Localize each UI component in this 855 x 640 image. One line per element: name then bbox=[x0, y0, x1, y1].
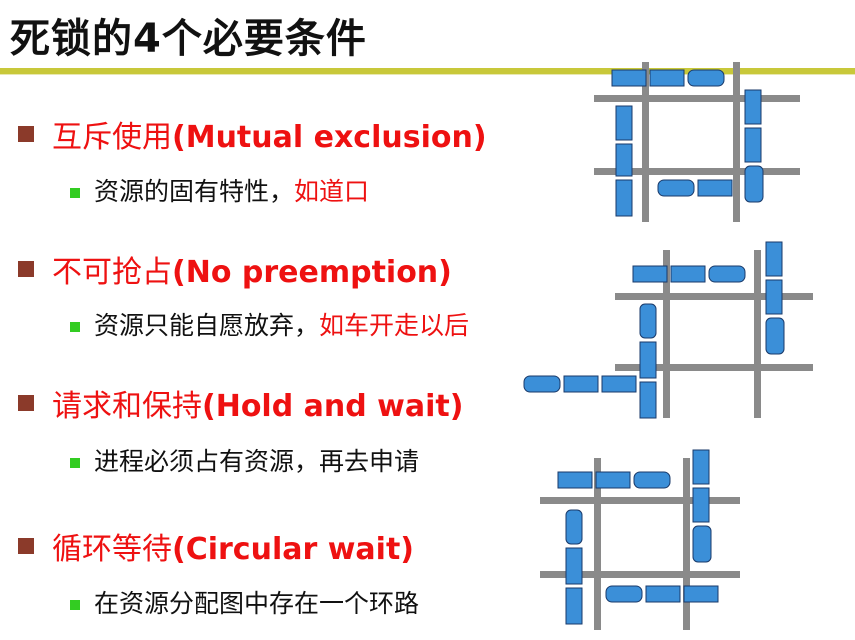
condition-name-cn: 互斥使用 bbox=[52, 120, 172, 155]
condition-heading: 循环等待(Circular wait) bbox=[52, 524, 414, 568]
square-bullet-icon bbox=[18, 538, 34, 554]
title-underline-light bbox=[0, 74, 855, 75]
condition-name-cn: 循环等待 bbox=[52, 532, 172, 567]
train-icon bbox=[523, 241, 785, 419]
description-text: 资源的固有特性， bbox=[94, 177, 295, 206]
gridlock-diagram-3 bbox=[540, 449, 740, 630]
small-square-bullet-icon bbox=[70, 600, 80, 610]
condition-name-cn: 请求和保持 bbox=[52, 389, 202, 424]
sub-bullet-item: 资源只能自愿放弃，如车开走以后 bbox=[70, 306, 469, 342]
page-title: 死锁的4个必要条件 bbox=[10, 16, 367, 62]
condition-name-en: (No preemption) bbox=[172, 255, 452, 290]
description-example: 如车开走以后 bbox=[319, 311, 470, 340]
bullet-item-circular-wait: 循环等待(Circular wait) bbox=[18, 524, 414, 568]
condition-name-en: (Hold and wait) bbox=[202, 389, 464, 424]
description-text: 在资源分配图中存在一个环路 bbox=[94, 589, 420, 618]
description-example: 如道口 bbox=[294, 177, 370, 206]
square-bullet-icon bbox=[18, 261, 34, 277]
sub-bullet-item: 在资源分配图中存在一个环路 bbox=[70, 584, 419, 620]
bullet-item-mutual-exclusion: 互斥使用(Mutual exclusion) bbox=[18, 112, 487, 156]
title-underline bbox=[0, 68, 855, 74]
gridlock-diagram-2 bbox=[523, 241, 813, 419]
description-text: 资源只能自愿放弃， bbox=[94, 311, 320, 340]
bullet-item-no-preemption: 不可抢占(No preemption) bbox=[18, 247, 452, 291]
condition-description: 资源只能自愿放弃，如车开走以后 bbox=[94, 306, 469, 342]
road-grid bbox=[594, 62, 800, 222]
train-icon bbox=[611, 69, 764, 217]
small-square-bullet-icon bbox=[70, 322, 80, 332]
sub-bullet-item: 进程必须占有资源，再去申请 bbox=[70, 442, 419, 478]
condition-name-en: (Mutual exclusion) bbox=[172, 120, 487, 155]
small-square-bullet-icon bbox=[70, 458, 80, 468]
train-icon bbox=[557, 449, 719, 625]
condition-heading: 不可抢占(No preemption) bbox=[52, 247, 452, 291]
condition-name-cn: 不可抢占 bbox=[52, 255, 172, 290]
square-bullet-icon bbox=[18, 126, 34, 142]
description-text: 进程必须占有资源，再去申请 bbox=[94, 447, 420, 476]
gridlock-diagram-1 bbox=[594, 62, 800, 222]
condition-description: 在资源分配图中存在一个环路 bbox=[94, 584, 419, 620]
road-grid bbox=[615, 250, 813, 418]
condition-description: 资源的固有特性，如道口 bbox=[94, 172, 369, 208]
condition-heading: 请求和保持(Hold and wait) bbox=[52, 381, 463, 425]
condition-description: 进程必须占有资源，再去申请 bbox=[94, 442, 419, 478]
square-bullet-icon bbox=[18, 395, 34, 411]
road-grid bbox=[540, 458, 740, 630]
small-square-bullet-icon bbox=[70, 188, 80, 198]
sub-bullet-item: 资源的固有特性，如道口 bbox=[70, 172, 369, 208]
condition-heading: 互斥使用(Mutual exclusion) bbox=[52, 112, 487, 156]
condition-name-en: (Circular wait) bbox=[172, 532, 415, 567]
bullet-item-hold-and-wait: 请求和保持(Hold and wait) bbox=[18, 381, 463, 425]
